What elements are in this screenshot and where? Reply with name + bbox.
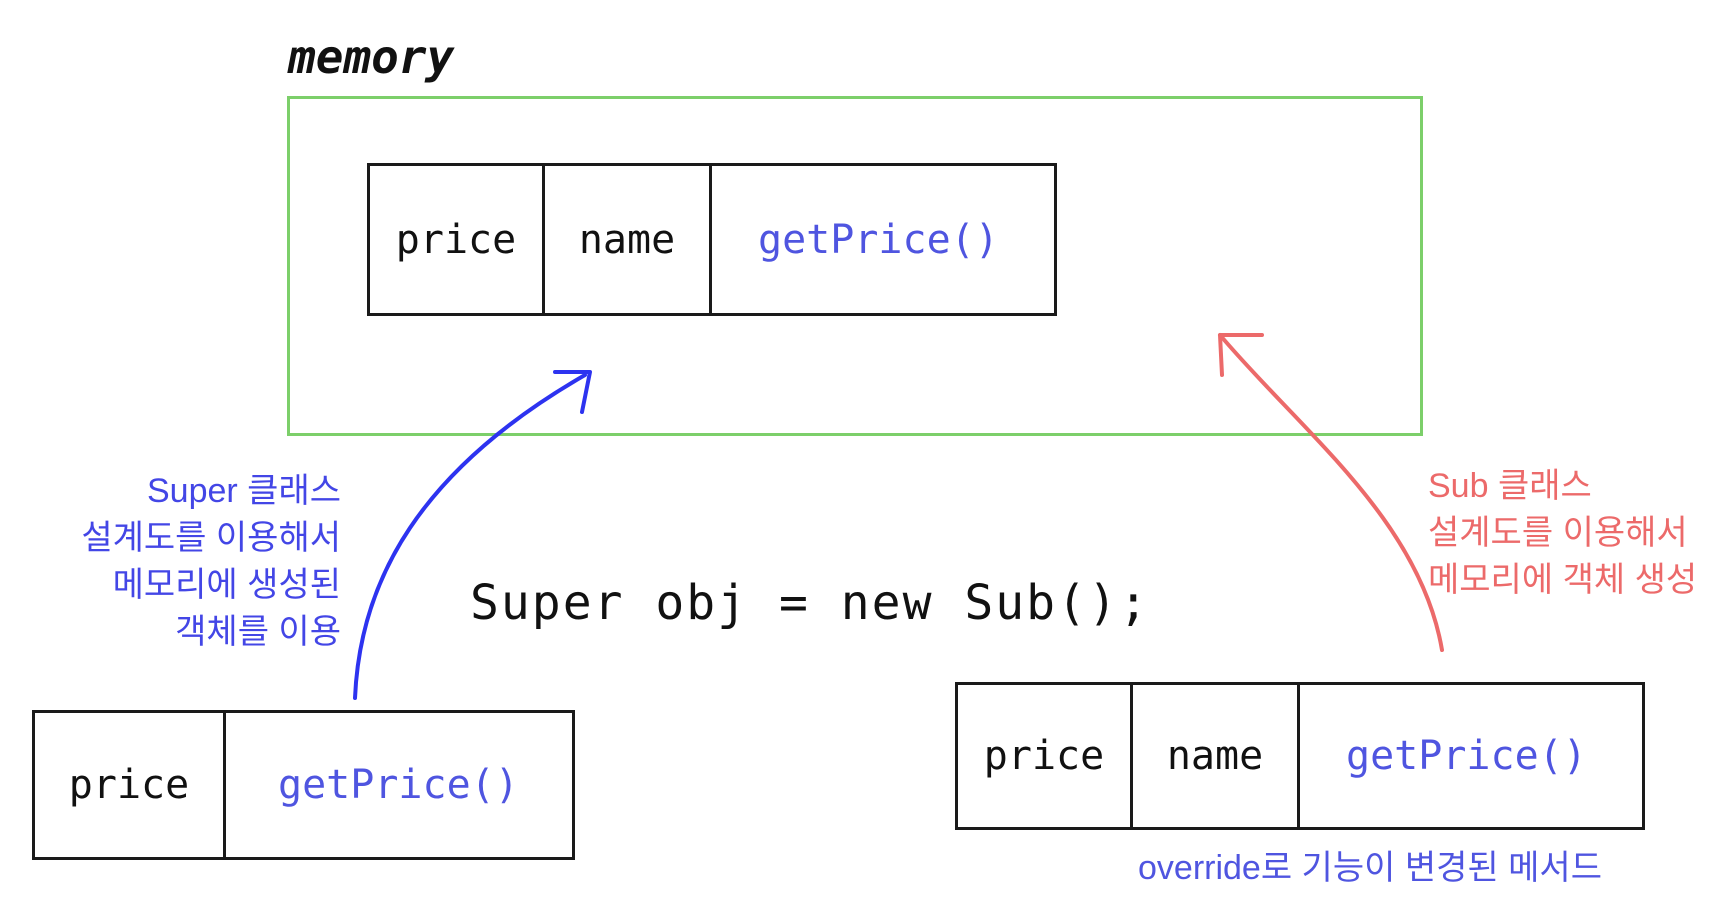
super-note: Super 클래스 설계도를 이용해서 메모리에 생성된 객체를 이용 [81, 468, 341, 656]
sub-object-divider-1 [1130, 685, 1133, 827]
super-note-line: 설계도를 이용해서 [81, 519, 341, 557]
sub-note-line: 메모리에 객체 생성 [1428, 561, 1698, 599]
memory-object-method: getPrice() [758, 216, 999, 263]
super-note-line: Super 클래스 [146, 472, 341, 510]
super-object-method: getPrice() [278, 762, 519, 808]
sub-object-method-cell: getPrice() [1300, 685, 1630, 827]
memory-frame [287, 96, 1423, 436]
super-note-line: 메모리에 생성된 [112, 566, 341, 604]
memory-object-name: name [578, 216, 676, 263]
sub-object-name: name [1166, 733, 1264, 779]
memory-object-method-cell: getPrice() [712, 166, 1012, 313]
sub-object-name-cell: name [1133, 685, 1297, 827]
sub-object-box: price name getPrice() [955, 682, 1645, 830]
sub-object-divider-2 [1297, 685, 1300, 827]
sub-note-line: Sub 클래스 [1428, 467, 1592, 505]
sub-object-price: price [983, 733, 1105, 779]
sub-note-line: 설계도를 이용해서 [1428, 514, 1688, 552]
super-note-line: 객체를 이용 [175, 613, 341, 651]
memory-object-divider-1 [542, 166, 545, 313]
super-object-box: price getPrice() [32, 710, 575, 860]
super-object-price: price [68, 762, 190, 808]
sub-object-price-cell: price [958, 685, 1130, 827]
memory-object-price: price [395, 216, 517, 263]
sub-object-method: getPrice() [1346, 733, 1587, 779]
sub-note: Sub 클래스 설계도를 이용해서 메모리에 객체 생성 [1428, 463, 1697, 604]
memory-object-divider-2 [709, 166, 712, 313]
memory-object-price-cell: price [370, 166, 542, 313]
memory-object-box: price name getPrice() [367, 163, 1057, 316]
override-note: override로 기능이 변경된 메서드 [1138, 849, 1602, 887]
super-object-method-cell: getPrice() [226, 713, 566, 857]
super-object-divider [223, 713, 226, 857]
memory-object-name-cell: name [545, 166, 709, 313]
super-object-price-cell: price [35, 713, 223, 857]
memory-label: memory [288, 30, 455, 84]
code-statement: Super obj = new Sub(); [470, 575, 1150, 631]
